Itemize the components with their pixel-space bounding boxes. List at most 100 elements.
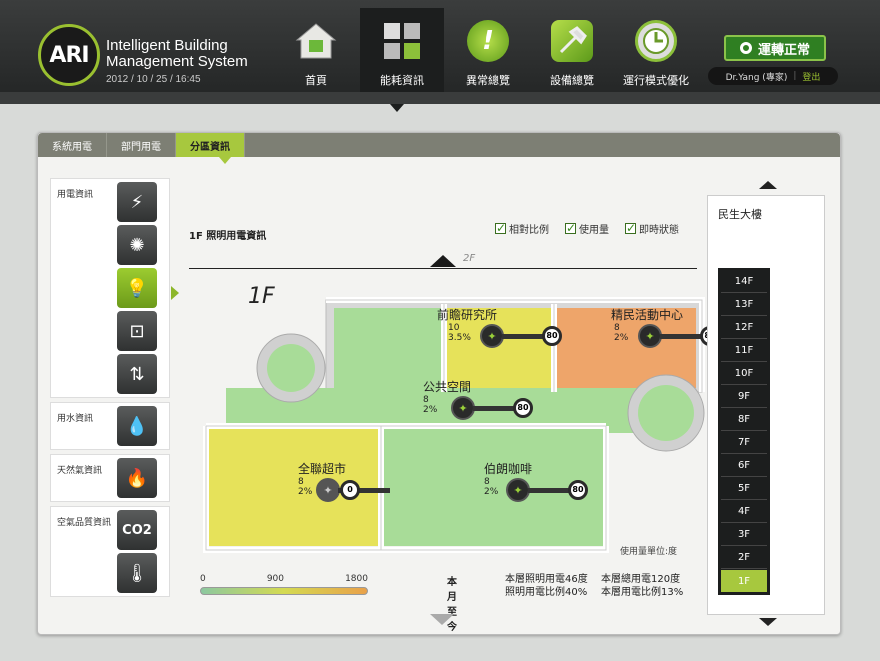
- building-name: 民生大樓: [718, 208, 762, 221]
- summary-floor-ratio: 本層用電比例13%: [601, 587, 684, 598]
- floor-down-button[interactable]: [430, 614, 454, 625]
- sidebar-group-gas: 天然氣資訊 🔥: [50, 454, 170, 502]
- scale-gradient-bar: [200, 587, 368, 595]
- summary-floor-lighting: 本層照明用電46度: [505, 574, 588, 585]
- floor-divider: [189, 268, 697, 269]
- nav-alerts[interactable]: ! 異常總覽: [448, 8, 528, 96]
- floor-up-button[interactable]: [430, 255, 456, 267]
- brand-line2: Management System: [106, 53, 248, 70]
- floor-7f[interactable]: 7F: [721, 432, 767, 454]
- outlet-icon[interactable]: ⊡: [117, 311, 157, 351]
- summary-lighting-ratio: 照明用電比例40%: [505, 587, 588, 598]
- tab-active-pointer: [219, 157, 231, 164]
- room-activity-center[interactable]: [556, 308, 696, 388]
- floor-8f[interactable]: 8F: [721, 409, 767, 431]
- room-research-institute[interactable]: [444, 308, 554, 388]
- meter-activity[interactable]: ✦ 80: [638, 324, 720, 348]
- system-status-badge: 運轉正常: [724, 35, 826, 61]
- header-strip: [0, 92, 880, 104]
- area-name-activity: 精民活動中心: [611, 308, 684, 322]
- floor-4f[interactable]: 4F: [721, 501, 767, 523]
- ari-logo[interactable]: ARI: [38, 24, 100, 86]
- sidebar-group-gas-label: 天然氣資訊: [57, 466, 103, 476]
- sidebar-active-pointer: [171, 286, 179, 300]
- meter-knob: 80: [568, 479, 588, 500]
- meter-public[interactable]: ✦ 80: [451, 396, 533, 420]
- check-realtime-status[interactable]: ✓即時狀態: [625, 221, 679, 236]
- floor-9f[interactable]: 9F: [721, 386, 767, 408]
- meter-coffee[interactable]: ✦ 80: [506, 478, 588, 502]
- meter-research[interactable]: ✦ 80: [480, 324, 562, 348]
- logout-link[interactable]: 登出: [802, 72, 821, 83]
- floor-6f[interactable]: 6F: [721, 455, 767, 477]
- flame-icon[interactable]: 🔥: [117, 458, 157, 498]
- floor-13f[interactable]: 13F: [721, 294, 767, 316]
- co2-icon[interactable]: CO2: [117, 510, 157, 550]
- bulb-icon: ✦: [638, 324, 662, 348]
- tab-bar: 系統用電 部門用電 分區資訊: [38, 133, 840, 157]
- nav-equipment-label: 設備總覽: [550, 74, 594, 87]
- area-value-public: 8: [423, 395, 429, 405]
- floor-1f[interactable]: 1F: [721, 570, 767, 592]
- lightning-icon[interactable]: ⚡: [117, 182, 157, 222]
- sidebar-group-water-label: 用水資訊: [57, 414, 94, 424]
- scale-max: 1800: [345, 574, 368, 584]
- floor-11f[interactable]: 11F: [721, 340, 767, 362]
- tab-department-power[interactable]: 部門用電: [107, 133, 176, 157]
- nav-alerts-label: 異常總覽: [466, 74, 510, 87]
- nav-home-label: 首頁: [305, 74, 327, 87]
- nav-optimization-label: 運行模式優化: [623, 74, 689, 87]
- datetime: 2012 / 10 / 25 / 16:45: [106, 74, 201, 85]
- fan-icon[interactable]: ✺: [117, 225, 157, 265]
- tab-zone-info[interactable]: 分區資訊: [176, 133, 245, 157]
- area-percent-coffee: 2%: [484, 487, 499, 497]
- sidebar-group-air-label: 空氣品質資訊: [57, 518, 112, 528]
- water-drops-icon[interactable]: 💧: [117, 406, 157, 446]
- area-stats-pxmart: 8 2%: [298, 477, 312, 497]
- floor-12f[interactable]: 12F: [721, 317, 767, 339]
- nav-equipment[interactable]: 設備總覽: [532, 8, 612, 96]
- user-divider: |: [793, 71, 797, 81]
- area-name-research: 前瞻研究所: [437, 308, 498, 322]
- header: ARI Intelligent Building Management Syst…: [0, 0, 880, 96]
- area-name-public: 公共空間: [423, 380, 472, 394]
- building-scroll-up-button[interactable]: [759, 181, 777, 189]
- tab-system-power[interactable]: 系統用電: [38, 133, 107, 157]
- nav-optimization[interactable]: 運行模式優化: [616, 8, 696, 96]
- sidebar-group-air: 空氣品質資訊 CO2 🌡: [50, 506, 170, 597]
- usage-scale-legend: 0 900 1800: [200, 574, 368, 595]
- unit-label: 使用量單位:度: [620, 547, 678, 557]
- user-name: Dr.Yang (專家): [725, 72, 788, 83]
- floor-3f[interactable]: 3F: [721, 524, 767, 546]
- meter-pxmart[interactable]: ✦ 0: [316, 478, 390, 502]
- building-scroll-down-button[interactable]: [759, 618, 777, 626]
- area-name-coffee: 伯朗咖啡: [484, 462, 533, 476]
- check-relative-ratio[interactable]: ✓相對比例: [495, 221, 549, 236]
- nav-home[interactable]: 首頁: [276, 8, 356, 96]
- nav-energy[interactable]: 能耗資訊: [360, 8, 444, 96]
- meter-knob: 0: [340, 479, 360, 500]
- summary-col-1: 本層照明用電46度 照明用電比例40%: [505, 573, 615, 599]
- checkbox-icon: ✓: [565, 221, 577, 235]
- floor-5f[interactable]: 5F: [721, 478, 767, 500]
- floor-list: 14F 13F 12F 11F 10F 9F 8F 7F 6F 5F 4F 3F…: [718, 268, 770, 595]
- bulb-icon[interactable]: 💡: [117, 268, 157, 308]
- bulb-icon: ✦: [316, 478, 340, 502]
- elevator-icon[interactable]: ⇅: [117, 354, 157, 394]
- area-stats-public: 8 2%: [423, 395, 437, 415]
- summary-col-2: 本層總用電120度 本層用電比例13%: [601, 573, 711, 599]
- nav-energy-label: 能耗資訊: [380, 74, 424, 87]
- check-usage[interactable]: ✓使用量: [565, 221, 609, 236]
- area-value-pxmart: 8: [298, 477, 304, 487]
- page-title: 1F 照明用電資訊: [189, 231, 267, 242]
- floor-2f[interactable]: 2F: [721, 547, 767, 569]
- floor-14f[interactable]: 14F: [721, 271, 767, 293]
- area-value-research: 10: [448, 323, 460, 333]
- scale-mid: 900: [266, 574, 284, 584]
- floor-10f[interactable]: 10F: [721, 363, 767, 385]
- area-value-coffee: 8: [484, 477, 490, 487]
- summary-heading: 本月至今: [447, 577, 457, 633]
- checkbox-icon: ✓: [625, 221, 637, 235]
- thermometer-icon[interactable]: 🌡: [117, 553, 157, 593]
- area-name-pxmart: 全聯超市: [298, 462, 347, 476]
